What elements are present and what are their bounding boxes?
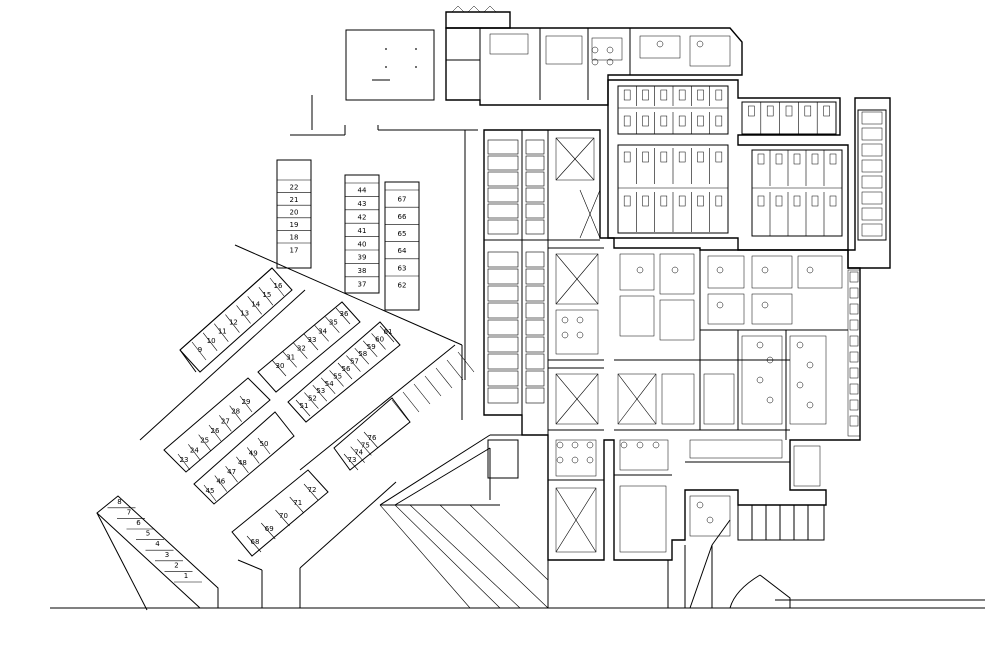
parking-stall-number: 31 (286, 353, 295, 361)
parking-stall-number: 65 (398, 230, 407, 238)
parking-stall-number: 59 (367, 343, 376, 351)
parking-stall-number: 55 (333, 372, 342, 380)
parking-stall-number: 70 (279, 512, 288, 520)
parking-stall-number: 45 (206, 487, 215, 495)
parking-stall-number: 32 (297, 345, 306, 353)
parking-stall-number: 22 (290, 183, 299, 191)
angled-parking (96, 244, 463, 611)
north-yard (290, 29, 478, 136)
parking-stall-number: 61 (384, 328, 393, 336)
parking-stall-number: 60 (375, 335, 384, 343)
parking-stall-number: 1 (184, 572, 188, 580)
parking-stall-number: 52 (308, 395, 317, 403)
parking-stall-number: 66 (398, 213, 407, 221)
parking-stall-number: 63 (398, 264, 407, 272)
west-ward-rooms (487, 139, 545, 404)
parking-stall-number: 36 (340, 310, 349, 318)
parking-stall-number: 47 (227, 468, 236, 476)
parking-stall-number: 68 (251, 538, 260, 546)
parking-stall-number: 40 (358, 240, 367, 248)
parking-stall-number: 35 (329, 319, 338, 327)
parking-stall-number: 19 (290, 221, 299, 229)
parking-stall-number: 30 (276, 362, 285, 370)
parking-stall-number: 72 (308, 486, 317, 494)
parking-stall-number: 64 (398, 247, 407, 255)
parking-stall-number: 3 (165, 551, 169, 559)
parking-stall-number: 12 (229, 319, 238, 327)
parking-stall-number: 46 (216, 478, 225, 486)
parking-stall-number: 24 (190, 446, 199, 454)
east-parking-strip (737, 504, 825, 541)
parking-stall-number: 2 (174, 561, 178, 569)
parking-stall-number: 67 (398, 196, 407, 204)
parking-stall-number: 28 (231, 408, 240, 416)
parking-stall-number: 49 (249, 449, 258, 457)
parking-stall-number: 51 (300, 402, 309, 410)
parking-stall-number: 58 (358, 350, 367, 358)
parking-stall-number: 71 (293, 499, 302, 507)
parking-stall-number: 42 (358, 214, 367, 222)
nursing-wings (607, 79, 891, 269)
furniture-details (556, 40, 859, 524)
parking-stall-number: 15 (262, 291, 271, 299)
patient-rooms (617, 86, 883, 237)
parking-stall-number: 9 (198, 346, 202, 354)
parking-stall-number: 73 (348, 456, 357, 464)
parking-stall-number: 29 (242, 398, 251, 406)
parking-stall-number: 16 (274, 282, 283, 290)
parking-stall-number: 41 (358, 227, 367, 235)
parking-stall-number: 4 (155, 540, 160, 548)
parking-stall-number: 53 (316, 387, 325, 395)
parking-stall-number: 39 (358, 254, 367, 262)
parking-stall-number: 44 (358, 187, 367, 195)
parking-stall-number: 25 (200, 437, 209, 445)
parking-stalls-angled: 9101112131415163031323334353651525354555… (107, 277, 475, 583)
parking-columns (276, 159, 420, 311)
parking-stall-number: 26 (211, 427, 220, 435)
parking-stall-number: 69 (265, 525, 274, 533)
parking-stall-number: 17 (290, 246, 299, 254)
parking-stall-number: 7 (127, 508, 131, 516)
parking-stall-number: 56 (342, 365, 351, 373)
parking-stall-number: 37 (358, 281, 367, 289)
parking-stall-number: 75 (361, 441, 370, 449)
parking-stall-number: 8 (117, 498, 121, 506)
parking-stall-number: 14 (251, 300, 260, 308)
parking-stall-number: 21 (290, 196, 299, 204)
parking-stall-number: 18 (290, 234, 299, 242)
parking-stall-number: 34 (318, 327, 327, 335)
parking-stall-number: 6 (136, 519, 141, 527)
parking-stall-number: 57 (350, 358, 359, 366)
parking-stalls-straight: 22 21 20 19 18 17 44 43 42 41 40 39 38 37 67 66 65 64 63 62 (277, 179, 419, 290)
parking-stall-number: 27 (221, 417, 230, 425)
parking-stall-number: 43 (358, 200, 367, 208)
parking-stall-number: 38 (358, 267, 367, 275)
central-block (483, 129, 861, 561)
parking-stall-number: 54 (325, 380, 334, 388)
parking-stall-number: 13 (240, 309, 249, 317)
parking-stall-number: 74 (354, 449, 363, 457)
parking-stall-number: 33 (308, 336, 317, 344)
parking-stall-number: 20 (290, 209, 299, 217)
parking-stall-number: 62 (398, 282, 407, 290)
parking-stall-number: 10 (207, 337, 216, 345)
parking-stall-number: 76 (368, 434, 377, 442)
parking-stall-number: 50 (260, 440, 269, 448)
parking-stall-number: 48 (238, 459, 247, 467)
parking-stall-number: 5 (146, 530, 150, 538)
parking-stall-number: 11 (218, 328, 227, 336)
parking-stall-number: 23 (180, 456, 189, 464)
